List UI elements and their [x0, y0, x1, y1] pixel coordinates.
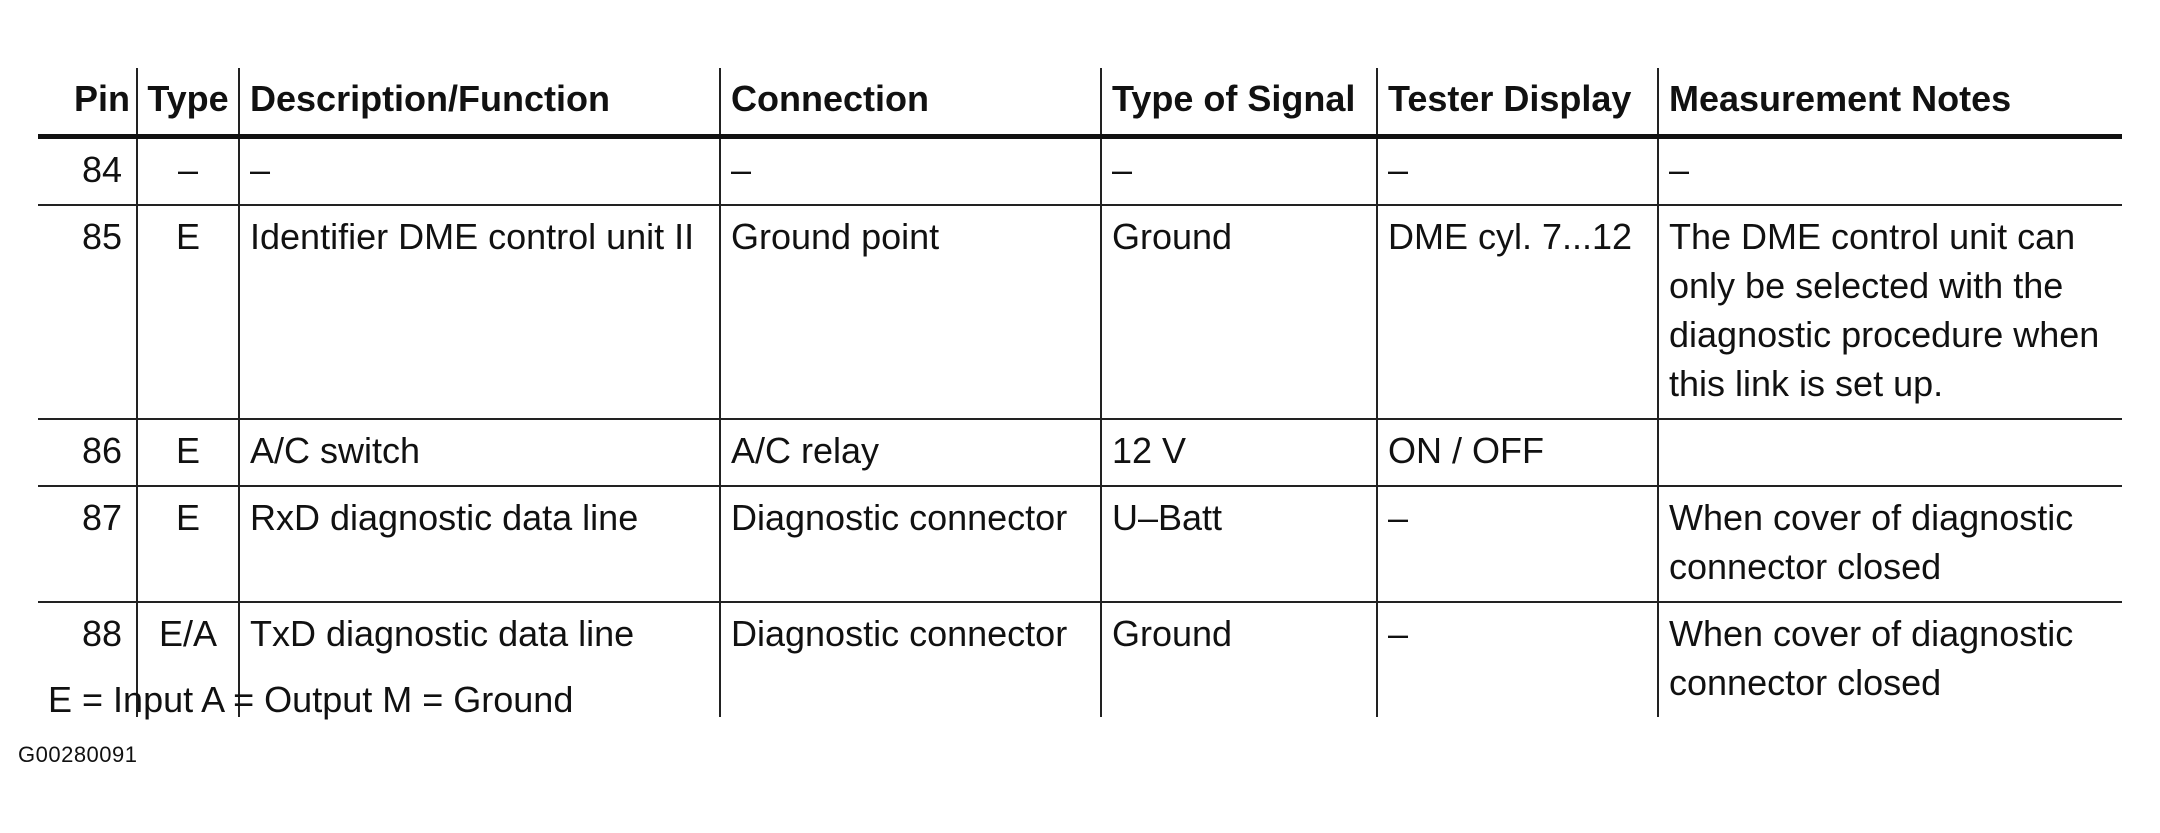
table-row: 87 E RxD diagnostic data line Diagnostic…	[38, 486, 2122, 603]
cell-type: –	[136, 136, 239, 206]
cell-description: –	[238, 136, 720, 206]
cell-tester-display: –	[1376, 602, 1658, 717]
cell-connection: Diagnostic connector	[719, 486, 1101, 603]
cell-connection: Diagnostic connector	[719, 602, 1101, 717]
cell-type: E/A	[136, 602, 239, 717]
cell-pin: 84	[38, 136, 137, 206]
cell-pin: 86	[38, 419, 137, 487]
cell-tester-display: DME cyl. 7...12	[1376, 205, 1658, 420]
cell-type: E	[136, 419, 239, 487]
cell-connection: A/C relay	[719, 419, 1101, 487]
cell-signal-type: 12 V	[1100, 419, 1377, 487]
cell-signal-type: –	[1100, 136, 1377, 206]
cell-description: A/C switch	[238, 419, 720, 487]
cell-measurement-notes: The DME control unit can only be selecte…	[1657, 205, 2122, 420]
table-row: 84 – – – – – –	[38, 136, 2122, 206]
cell-description: RxD diagnostic data line	[238, 486, 720, 603]
header-description: Description/Function	[238, 68, 720, 139]
cell-connection: Ground point	[719, 205, 1101, 420]
cell-measurement-notes: –	[1657, 136, 2122, 206]
cell-measurement-notes	[1657, 419, 2122, 487]
cell-description: TxD diagnostic data line	[238, 602, 720, 717]
header-type: Type	[136, 68, 239, 139]
header-tester-display: Tester Display	[1376, 68, 1658, 139]
header-connection: Connection	[719, 68, 1101, 139]
table-header-row: Pin Type Description/Function Connection…	[38, 68, 2122, 139]
cell-pin: 87	[38, 486, 137, 603]
table-row: 86 E A/C switch A/C relay 12 V ON / OFF	[38, 419, 2122, 487]
table-row: 85 E Identifier DME control unit II Grou…	[38, 205, 2122, 420]
signal-type-legend: E = Input A = Output M = Ground	[48, 679, 574, 720]
cell-tester-display: –	[1376, 486, 1658, 603]
header-measurement-notes: Measurement Notes	[1657, 68, 2122, 139]
cell-pin: 85	[38, 205, 137, 420]
cell-pin: 88	[81, 613, 122, 654]
cell-connection: –	[719, 136, 1101, 206]
cell-signal-type: U–Batt	[1100, 486, 1377, 603]
cell-signal-type: Ground	[1100, 205, 1377, 420]
table-row: 88 E/A TxD diagnostic data line Diagnost…	[38, 602, 2122, 717]
header-pin: Pin	[38, 68, 137, 139]
cell-measurement-notes: When cover of diagnostic connector close…	[1657, 486, 2122, 603]
figure-id: G00280091	[18, 742, 138, 767]
cell-type: E	[136, 486, 239, 603]
cell-tester-display: ON / OFF	[1376, 419, 1658, 487]
pin-assignment-table: Pin Type Description/Function Connection…	[38, 68, 2122, 717]
cell-measurement-notes: When cover of diagnostic connector close…	[1657, 602, 2122, 717]
cell-type: E	[136, 205, 239, 420]
cell-description: Identifier DME control unit II	[238, 205, 720, 420]
cell-tester-display: –	[1376, 136, 1658, 206]
cell-signal-type: Ground	[1100, 602, 1377, 717]
header-signal-type: Type of Signal	[1100, 68, 1377, 139]
